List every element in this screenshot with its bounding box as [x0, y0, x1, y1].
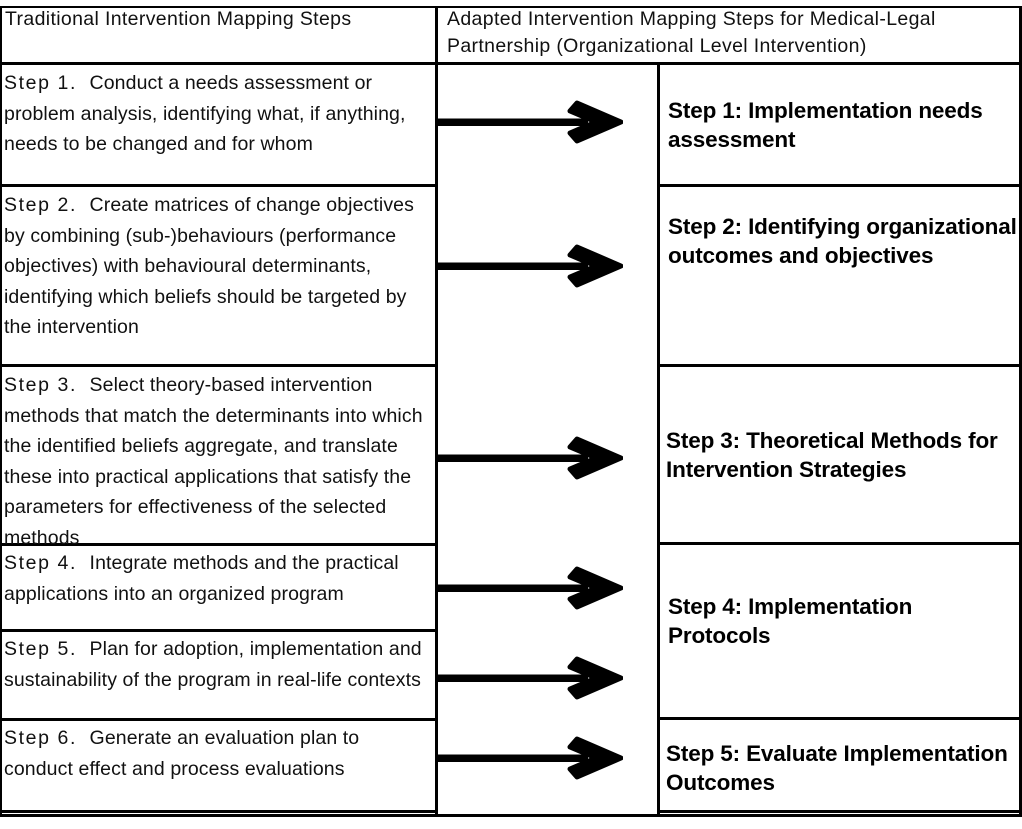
right-row-separator	[657, 184, 1022, 187]
arrow-icon	[438, 244, 623, 288]
traditional-step-3-label: Step 3.	[4, 374, 85, 396]
arrow-icon	[438, 656, 623, 700]
traditional-step-4-text: Integrate methods and the practical appl…	[4, 552, 399, 605]
adapted-step-3-text: Step 3: Theoretical Methods for Interven…	[666, 427, 998, 482]
adapted-step-4-text: Step 4: Implementation Protocols	[668, 594, 913, 648]
table-right-border	[1019, 6, 1022, 817]
arrow-step-5	[438, 656, 623, 700]
traditional-step-1-label: Step 1.	[4, 72, 85, 94]
arrow-step-3	[438, 436, 623, 480]
right-row-separator	[657, 364, 1022, 367]
traditional-step-1-text: Conduct a needs assessment or problem an…	[4, 72, 406, 155]
header-adapted-line2: Partnership (Organizational Level Interv…	[447, 35, 867, 57]
header-adapted-line1: Adapted Intervention Mapping Steps for M…	[447, 8, 936, 30]
adapted-step-5-text: Step 5: Evaluate Implementation Outcomes	[666, 741, 1008, 795]
traditional-step-1-cell: Step 1. Conduct a needs assessment or pr…	[4, 68, 432, 160]
left-row-separator	[0, 543, 435, 546]
traditional-step-3-cell: Step 3. Select theory-based intervention…	[4, 370, 432, 553]
right-row-separator	[657, 542, 1022, 545]
arrow-step-2	[438, 244, 623, 288]
table-top-border	[0, 6, 1022, 8]
traditional-step-3-text: Select theory-based intervention methods…	[4, 374, 423, 549]
arrow-step-4	[438, 566, 623, 610]
left-row-separator	[0, 364, 435, 367]
table-left-border	[0, 6, 2, 817]
traditional-step-4-cell: Step 4. Integrate methods and the practi…	[4, 548, 432, 609]
traditional-step-2-label: Step 2.	[4, 194, 85, 216]
arrow-icon	[438, 436, 623, 480]
left-row-separator	[0, 718, 435, 721]
traditional-step-6-label: Step 6.	[4, 727, 85, 749]
header-adapted-column: Adapted Intervention Mapping Steps for M…	[447, 6, 1012, 60]
traditional-step-2-cell: Step 2. Create matrices of change object…	[4, 190, 432, 343]
adapted-step-1-text: Step 1: Implementation needs assessment	[668, 97, 983, 152]
left-row-separator	[0, 629, 435, 632]
arrow-step-6	[438, 736, 623, 780]
left-row-separator	[0, 184, 435, 187]
right-column-bottom-rule	[657, 810, 1022, 813]
adapted-step-2-cell: Step 2: Identifying organizational outco…	[668, 187, 1018, 389]
adapted-step-3-cell: Step 3: Theoretical Methods for Interven…	[666, 367, 1022, 542]
traditional-step-2-text: Create matrices of change objectives by …	[4, 194, 414, 338]
arrow-step-1	[438, 100, 623, 144]
arrow-icon	[438, 736, 623, 780]
traditional-step-6-cell: Step 6. Generate an evaluation plan to c…	[4, 723, 432, 784]
column-divider-right	[657, 62, 660, 817]
left-column-bottom-rule	[0, 810, 435, 813]
traditional-step-6-text: Generate an evaluation plan to conduct e…	[4, 727, 360, 780]
header-traditional-column: Traditional Intervention Mapping Steps	[5, 8, 352, 30]
right-row-separator	[657, 717, 1022, 720]
header-bottom-border	[0, 62, 1022, 65]
traditional-step-5-label: Step 5.	[4, 638, 85, 660]
table-bottom-border	[0, 814, 1022, 817]
arrow-icon	[438, 100, 623, 144]
adapted-step-2-text: Step 2: Identifying organizational outco…	[668, 214, 1017, 268]
arrow-icon	[438, 566, 623, 610]
traditional-step-5-text: Plan for adoption, implementation and su…	[4, 638, 422, 691]
adapted-step-4-cell: Step 4: Implementation Protocols	[668, 545, 1018, 764]
adapted-step-5-cell: Step 5: Evaluate Implementation Outcomes	[666, 720, 1022, 829]
traditional-step-5-cell: Step 5. Plan for adoption, implementatio…	[4, 634, 432, 695]
column-divider-left	[435, 6, 438, 817]
traditional-step-4-label: Step 4.	[4, 552, 85, 574]
adapted-step-1-cell: Step 1: Implementation needs assessment	[668, 65, 1018, 184]
